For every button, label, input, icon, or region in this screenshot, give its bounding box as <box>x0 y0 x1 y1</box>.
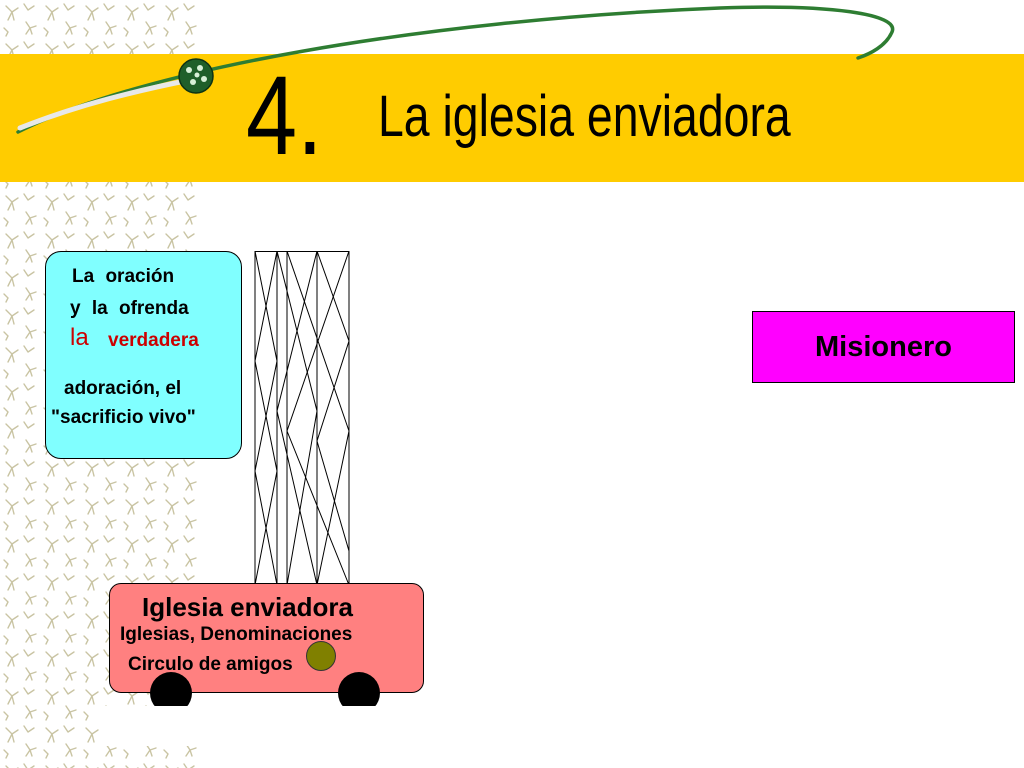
offering-line: y la ofrenda <box>70 298 189 319</box>
living-sacrifice-line: "sacrificio vivo" <box>51 407 196 428</box>
ground-mask <box>100 706 430 746</box>
friends-circle-line: Circulo de amigos <box>128 654 293 675</box>
slide-number: 4. <box>246 53 323 178</box>
missionary-label: Misionero <box>815 330 952 363</box>
lattice-tower <box>254 251 350 585</box>
prayer-offering-box: La oración y la ofrenda la verdadera ado… <box>45 251 242 459</box>
churches-line: Iglesias, Denominaciones <box>120 624 353 645</box>
missionary-box: Misionero <box>752 311 1015 383</box>
worship-line: adoración, el <box>64 378 182 399</box>
olive-dot-icon <box>306 641 336 671</box>
title-banner <box>0 54 1024 182</box>
decorative-curve <box>16 5 895 134</box>
slide-title: La iglesia enviadora <box>378 84 791 149</box>
true-word-text: verdadera <box>108 330 199 351</box>
true-article-text: la <box>70 324 89 351</box>
prayer-line: La oración <box>72 266 175 287</box>
green-dotted-orb-icon <box>178 58 214 94</box>
church-title: Iglesia enviadora <box>142 592 353 622</box>
